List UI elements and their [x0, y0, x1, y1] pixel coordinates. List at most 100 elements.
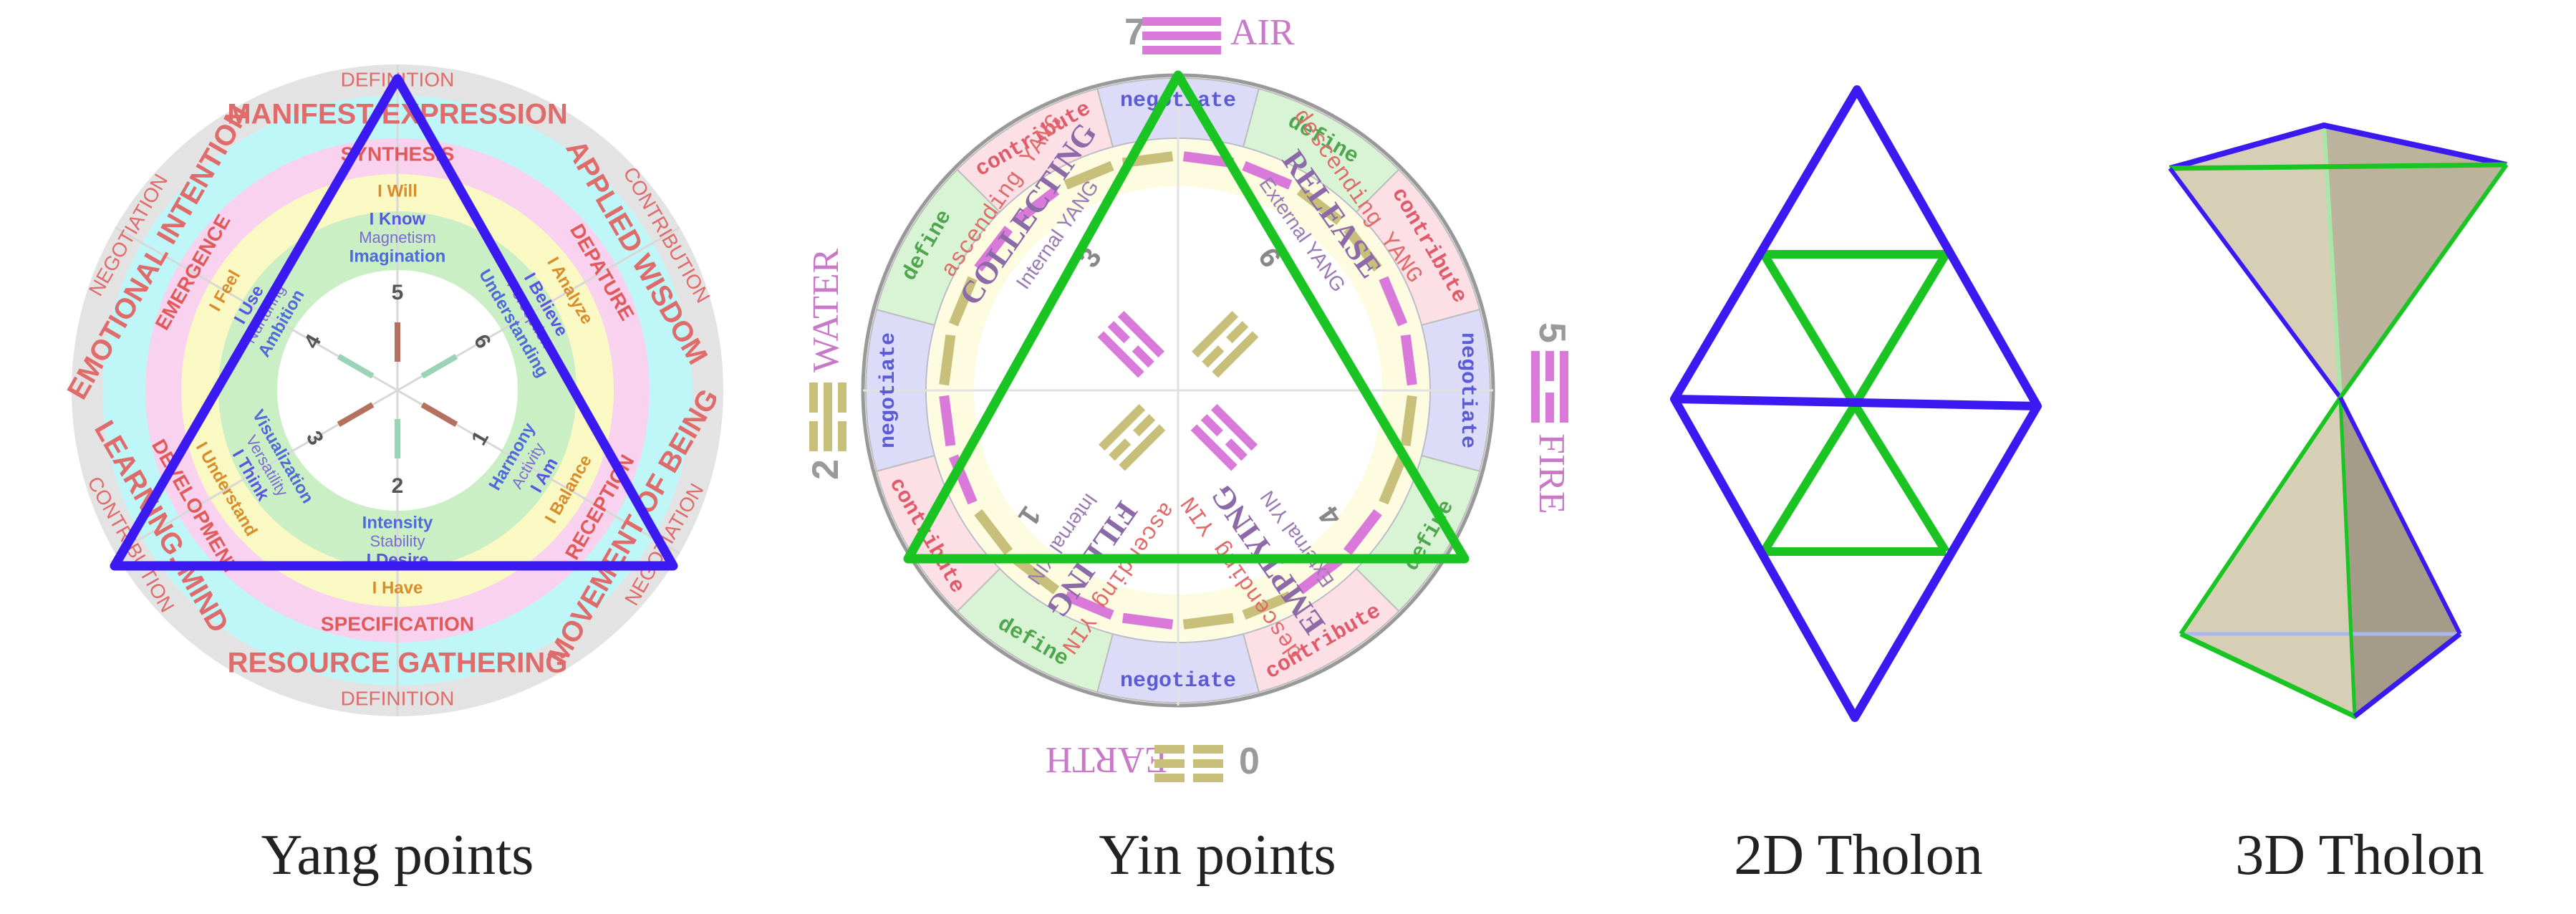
trigram-line: [1225, 438, 1248, 461]
trigram-line: [1202, 345, 1225, 368]
trigram-line: [1117, 311, 1164, 358]
yin-dash: [1379, 276, 1408, 327]
tholon3d-bottom-right-edge: [2338, 396, 2462, 635]
yin-dash: [1013, 555, 1060, 595]
yin-dashes: [939, 151, 1417, 630]
tholon3d-top-left-edge: [2168, 167, 2343, 399]
caption-3d-tholon: 3D Tholon: [2235, 824, 2484, 887]
yin-dash: [1400, 395, 1417, 447]
tholon2d-blue-axis: [1674, 395, 2038, 410]
yang-green-mid-label: Magnetism: [359, 228, 436, 246]
earth-bar-2b: [1193, 759, 1223, 768]
yin-ring-segment: [956, 87, 1114, 213]
yin-dash: [974, 226, 1013, 272]
water-bar-1b: [809, 383, 818, 413]
yin-trigram: [1192, 311, 1259, 378]
trigram-line: [1109, 438, 1132, 461]
air-number: 7: [1124, 11, 1145, 53]
yang-center-dash: [337, 402, 375, 427]
yin-ring-word: negotiate: [1120, 89, 1236, 113]
element-water: 2 WATER: [805, 248, 846, 480]
yang-outer-label: DEFINITION: [341, 687, 455, 709]
fire-bar-2a: [1545, 351, 1554, 381]
fire-number: 5: [1531, 322, 1573, 343]
tholon2d-green-ul: [1760, 251, 1859, 408]
yin-dash: [1343, 226, 1382, 272]
yang-center-dash: [420, 402, 458, 427]
earth-bar-3a: [1154, 774, 1185, 782]
tholon3d-bottom-blue: [2353, 632, 2462, 718]
caption-yang-points: Yang points: [261, 824, 534, 887]
trigram-line: [1119, 424, 1166, 471]
yin-trigram: [1097, 311, 1164, 378]
yin-dash: [1121, 151, 1174, 168]
trigram-line: [1192, 311, 1239, 358]
fire-bar-3: [1531, 351, 1540, 423]
yin-dash: [1013, 186, 1060, 226]
yang-yellow-label: I Have: [372, 578, 423, 597]
yin-dash: [1296, 555, 1343, 595]
element-earth: EARTH 0: [1046, 739, 1260, 782]
air-label: AIR: [1230, 12, 1295, 53]
water-number: 2: [805, 459, 846, 480]
trigram-line: [1107, 321, 1130, 344]
tholon3d-bottom-shade: [2340, 398, 2460, 716]
earth-bar-2a: [1154, 759, 1185, 768]
yin-dash: [1379, 454, 1408, 505]
trigram-line: [1097, 331, 1144, 378]
air-bar-3: [1142, 46, 1221, 54]
yang-number: 2: [392, 474, 404, 498]
yin-dash: [1182, 151, 1235, 168]
yang-number: 5: [392, 281, 404, 304]
yang-cyan-label: RESOURCE GATHERING: [228, 648, 568, 679]
yang-green-inner-label: Imagination: [349, 246, 446, 266]
yin-dash: [974, 509, 1013, 555]
tholon2d-green-lr: [1851, 402, 1950, 554]
trigram-line: [1190, 424, 1238, 471]
air-bar-1: [1142, 17, 1221, 26]
earth-number: 0: [1239, 741, 1260, 782]
tholon3d-top-back-edge: [2322, 125, 2343, 398]
tholon3d-top-blue: [2169, 122, 2507, 171]
earth-bar-3b: [1193, 774, 1223, 782]
tholon-2d: [1670, 85, 2042, 722]
yang-wheel: DEFINITIONCONTRIBUTIONNEGOTIATIONDEFINIT…: [62, 64, 725, 716]
fire-bar-2b: [1545, 393, 1554, 423]
yin-wheel: negotiatedefinecontributenegotiatedefine…: [805, 11, 1573, 782]
yang-yellow-label: I Will: [377, 181, 418, 201]
fire-label: FIRE: [1531, 433, 1572, 514]
trigram-line: [1212, 331, 1259, 378]
water-bar-3a: [838, 421, 846, 451]
yin-dash: [1182, 612, 1235, 630]
yin-dash: [1063, 591, 1114, 620]
earth-bar-1b: [1193, 745, 1223, 754]
tholon3d-bottom-mid-edge: [2338, 397, 2357, 717]
yin-triangle: [903, 70, 1470, 564]
tholon2d-green-ur: [1851, 251, 1950, 408]
water-label: WATER: [806, 248, 846, 372]
yang-center-dashes: [337, 322, 458, 458]
air-bar-2: [1142, 32, 1221, 40]
yang-center-dash: [337, 354, 375, 379]
yin-dash: [1063, 160, 1114, 190]
water-bar-1a: [809, 421, 818, 451]
tholon3d-bottom-left-edge: [2179, 396, 2343, 635]
earth-label: EARTH: [1046, 739, 1167, 780]
yin-dash: [948, 276, 978, 327]
earth-bar-1a: [1154, 745, 1185, 754]
yang-pink-label: SPECIFICATION: [321, 612, 474, 635]
tholon3d-top-shade: [2324, 125, 2507, 398]
caption-yin-points: Yin points: [1099, 824, 1336, 887]
yang-center-dash: [420, 354, 458, 379]
tholon3d-top-right-edge: [2338, 163, 2509, 399]
yin-dash: [939, 395, 956, 447]
yin-trigram: [1190, 404, 1258, 471]
yin-dash: [1343, 509, 1382, 555]
yang-triangle: [110, 74, 678, 571]
trigram-line: [1210, 404, 1258, 451]
yin-ring-word: negotiate: [1455, 332, 1480, 448]
element-air: 7 AIR: [1124, 11, 1295, 54]
yin-ring-word: negotiate: [877, 332, 901, 448]
yang-green-outer-label: I Know: [370, 209, 426, 228]
